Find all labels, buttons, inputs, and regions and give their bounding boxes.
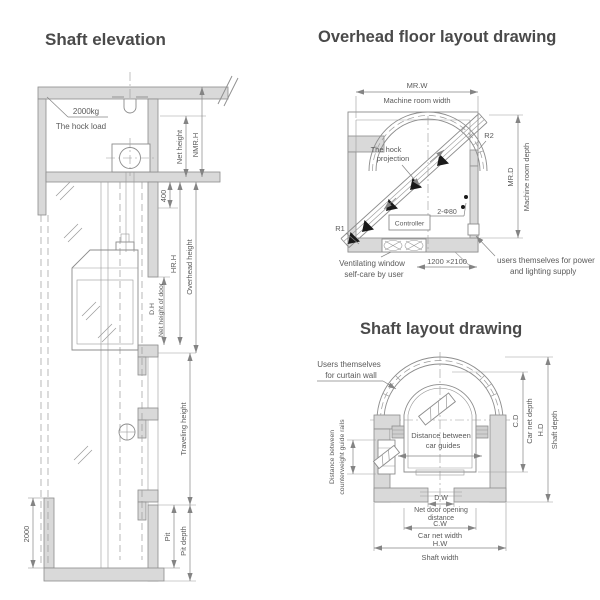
bottom-dimensions: D.W Net door opening distance C.W Car ne… — [373, 495, 507, 562]
dim-hd: H.D — [536, 423, 545, 437]
hook-load-note: 2000kg The hock load — [46, 96, 108, 131]
dim-cd-desc: Car net depth — [525, 398, 534, 443]
car-guide-brackets — [391, 425, 489, 439]
dim-pit: Pit — [163, 532, 172, 542]
dim-overhead-height: Overhead height — [185, 238, 194, 294]
cd-dimension: C.D Car net depth — [452, 371, 534, 473]
title-shaft-elevation: Shaft elevation — [45, 30, 166, 49]
radius-r2-label: R2 — [484, 131, 494, 140]
power-note-line2: and lighting supply — [510, 267, 576, 276]
curtain-note-line2: for curtain wall — [325, 371, 377, 380]
rope-holes-note: 2-Φ80 — [430, 195, 468, 217]
shaft-layout-drawing: Users themselves for curtain wall Distan… — [317, 352, 559, 562]
dim-hd-desc: Shaft depth — [550, 411, 559, 449]
dim-400: 400 — [159, 190, 168, 203]
hook-marker-icon — [348, 232, 360, 244]
radius-r1-label: R1 — [335, 224, 345, 233]
rope-holes-label: 2-Φ80 — [437, 209, 457, 216]
dim-car-guides-line1: Distance between — [411, 431, 471, 440]
controller-label: Controller — [395, 221, 425, 228]
curtain-wall-note: Users themselves for curtain wall — [317, 360, 397, 390]
car-machine-glyph — [418, 392, 456, 426]
dim-mrw-desc: Machine room width — [383, 96, 450, 105]
dim-mrw: MR.W — [407, 81, 429, 90]
dim-hr-h: HR.H — [169, 255, 178, 273]
mrw-dimension: MR.W Machine room width — [355, 81, 479, 118]
dim-d-h: D.H — [149, 303, 156, 315]
shaft-elevation-drawing: 2000kg The hock load Net height NMR.H 40… — [22, 72, 239, 582]
dim-net-height: Net height — [175, 129, 184, 164]
tension-pulley-icon — [118, 423, 136, 441]
hd-dimension: H.D Shaft depth — [505, 356, 559, 503]
hock-projection-note: The hock projection — [371, 145, 421, 187]
opening-size-label: 1200 ×2100 — [427, 257, 467, 266]
elevator-car — [71, 233, 139, 351]
counterweight-rails-dimension: Distance between counterweight guide rai… — [329, 419, 376, 495]
hook-load-label: The hock load — [56, 122, 106, 131]
dim-mrd: MR.D — [506, 167, 515, 187]
dim-cw-desc: Car net width — [418, 531, 462, 540]
counterweight-plan — [372, 439, 401, 475]
shaft-walls — [370, 352, 510, 508]
dim-door-height: Net height of door — [158, 282, 165, 337]
power-note-line1: users themselves for power — [497, 256, 595, 265]
elevation-dimensions: Net height NMR.H 400 HR.H Overhead heigh… — [22, 87, 206, 582]
hook-marker-icon — [437, 154, 449, 166]
dim-hw: H.W — [433, 539, 449, 548]
hook-icon — [112, 72, 148, 114]
dim-dw-desc2: distance — [428, 515, 454, 522]
car-plan — [403, 384, 477, 476]
dim-cd: C.D — [511, 414, 520, 428]
dim-pit-depth: Pit depth — [179, 526, 188, 556]
hook-marker-icon — [362, 220, 374, 232]
dim-car-guides-line2: car guides — [426, 441, 461, 450]
dim-2000: 2000 — [22, 526, 31, 543]
title-shaft-layout: Shaft layout drawing — [360, 320, 523, 338]
dim-hw-desc: Shaft width — [421, 553, 458, 562]
hook-load-value: 2000kg — [73, 107, 99, 116]
vent-note-line2: self-care by user — [344, 270, 403, 279]
hock-projection-line1: The hock — [371, 145, 402, 154]
car-guides-dimension: Distance between car guides — [398, 431, 482, 459]
shaft-projection-arc — [368, 111, 488, 250]
ventilating-window-note: Ventilating window self-care by user — [339, 251, 405, 279]
mrd-dimension: MR.D Machine room depth — [480, 114, 531, 239]
dim-mrd-desc: Machine room depth — [522, 143, 531, 211]
glass-hatch-marks — [55, 181, 117, 465]
title-overhead-layout: Overhead floor layout drawing — [318, 28, 557, 46]
dim-traveling-height: Traveling height — [179, 402, 188, 456]
dim-cw: C.W — [433, 521, 447, 528]
curtain-note-line1: Users themselves — [317, 360, 381, 369]
opening-dimension: 1200 ×2100 — [417, 251, 477, 270]
ventilating-window-icon — [381, 238, 427, 253]
dim-cwt-line1: Distance between — [329, 430, 336, 484]
hock-projection-line2: projection — [377, 154, 410, 163]
dim-cwt-line2: counterweight guide rails — [339, 419, 346, 495]
power-connection-box — [467, 223, 480, 236]
dim-dw: D.W — [434, 495, 448, 502]
traction-machine-icon — [106, 138, 156, 252]
controller-box: Controller — [388, 214, 431, 231]
elevation-structure — [37, 75, 239, 582]
dim-nmr-h: NMR.H — [191, 133, 200, 158]
power-supply-note: users themselves for power and lighting … — [475, 235, 595, 276]
vent-note-line1: Ventilating window — [339, 259, 405, 268]
dim-dw-desc1: Net door opening — [414, 507, 468, 514]
overhead-floor-drawing: The hock projection R2 R1 Controller 2-Φ… — [335, 81, 595, 279]
